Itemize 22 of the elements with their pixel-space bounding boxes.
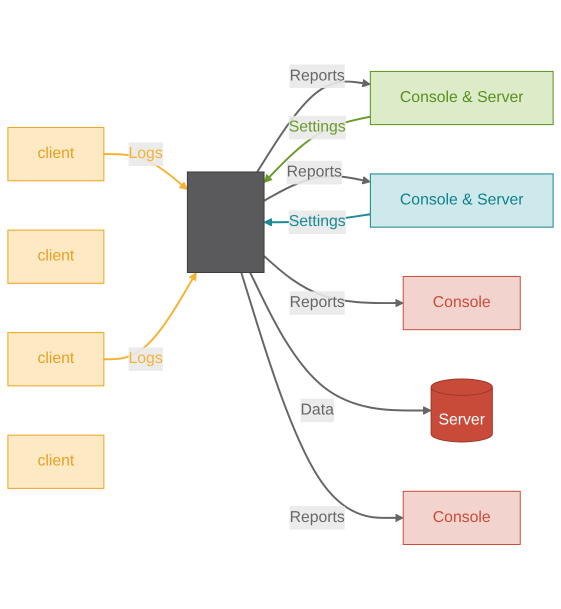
- node-box: Console: [402, 276, 521, 330]
- node-box: client: [7, 127, 104, 182]
- edge-label: Settings: [288, 213, 346, 230]
- node-box: Console & Server: [370, 173, 554, 228]
- node-box: client: [7, 230, 104, 284]
- node-box: Console & Server: [370, 70, 554, 126]
- edge-label: Data: [300, 402, 334, 418]
- node-box: Console: [402, 490, 521, 545]
- edge-label: Reports: [290, 67, 345, 84]
- edge-label: Reports: [290, 294, 345, 311]
- edge-label: Reports: [286, 164, 342, 180]
- arrow: [264, 116, 371, 183]
- node-box: client: [7, 434, 104, 489]
- edge-label: Settings: [288, 118, 346, 136]
- arrow: [256, 78, 371, 172]
- node-box: [186, 171, 265, 273]
- edge-label: Logs: [128, 145, 163, 162]
- arrow: [249, 272, 432, 415]
- arrow: [240, 272, 404, 522]
- node-box: client: [7, 332, 104, 386]
- edge-label: Reports: [290, 509, 345, 526]
- edge-label: Logs: [128, 350, 163, 368]
